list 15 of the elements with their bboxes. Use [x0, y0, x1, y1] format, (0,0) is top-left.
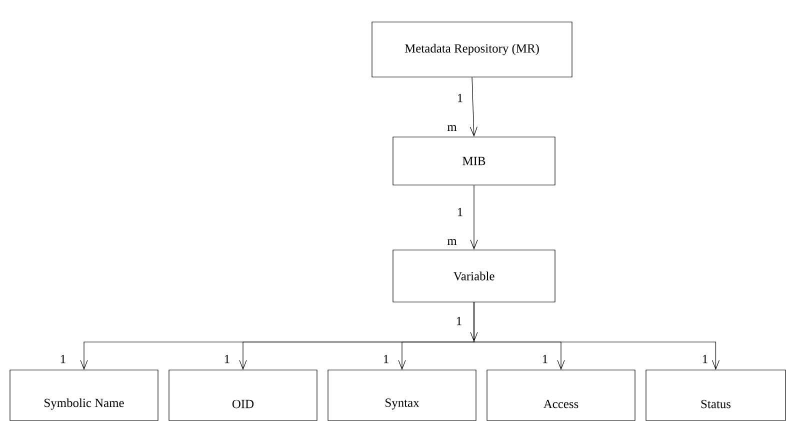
entity-box: Variable: [392, 250, 556, 302]
connector-arrow: [470, 77, 478, 137]
entity-box: Status: [646, 370, 786, 421]
connector-arrow: [474, 302, 720, 370]
multiplicity-label: 1: [458, 94, 462, 102]
multiplicity-label: 1: [456, 316, 462, 326]
entity-box: Metadata Repository (MR): [372, 22, 572, 78]
multiplicity-label: 1: [458, 208, 462, 216]
entity-box: MIB: [392, 136, 556, 186]
entity-box: Syntax: [328, 370, 476, 421]
multiplicity-label: 1: [702, 354, 708, 364]
entity-box: Symbolic Name: [10, 370, 158, 421]
connector-arrow: [470, 185, 478, 250]
entity-box: OID: [168, 370, 318, 421]
entity-box: Access: [486, 370, 636, 421]
